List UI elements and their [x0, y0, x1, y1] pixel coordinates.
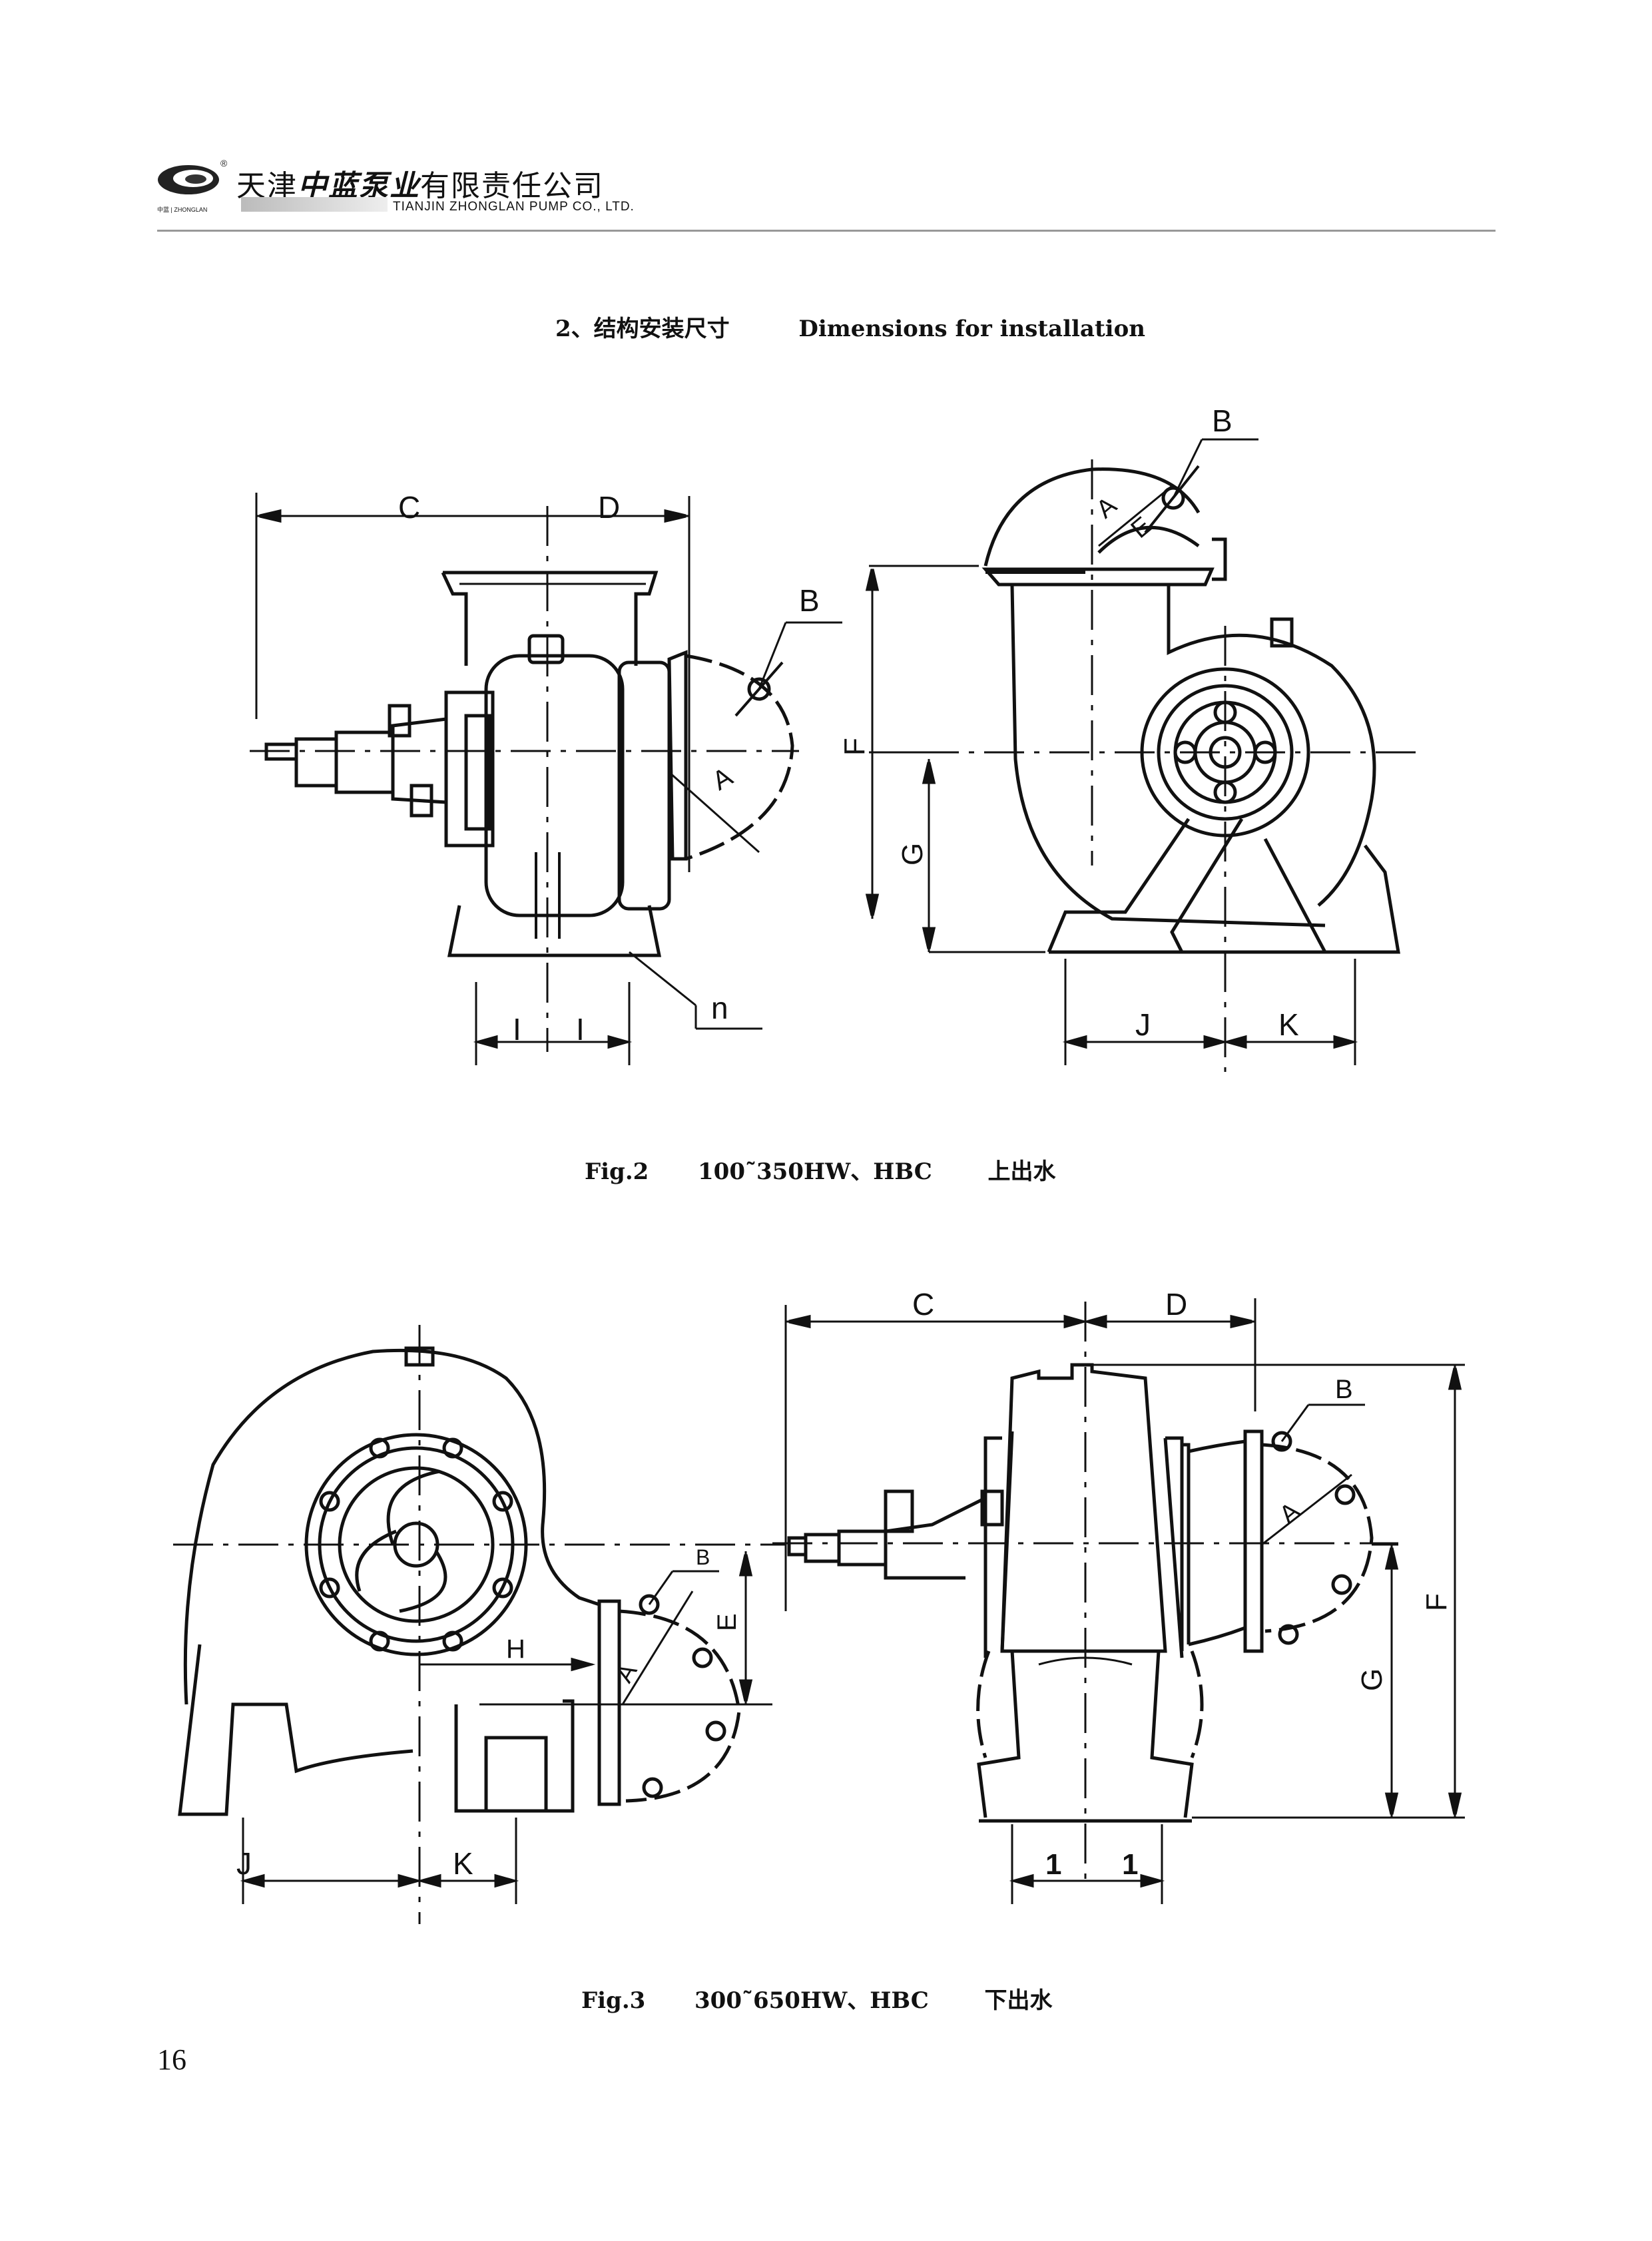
fig3-front-label-j: J [236, 1846, 252, 1881]
fig2-front-label-g: G [896, 843, 929, 866]
fig2-caption-model: 100˜350HW、HBC [698, 1158, 932, 1185]
section-title-cn: 2、结构安装尺寸 [555, 316, 730, 342]
logo-subtitle: 中蓝 | ZHONGLAN [157, 206, 208, 213]
fig3-front-label-e: E [712, 1613, 742, 1631]
fig2-side-label-c: C [398, 490, 420, 525]
fig3-side-label-f: F [1420, 1593, 1453, 1611]
fig2-caption-cn: 上出水 [987, 1158, 1056, 1185]
fig2-front-view [865, 438, 1418, 1072]
fig3-side-label-l2: 1 [1122, 1848, 1138, 1881]
fig3-side-label-a: A [1274, 1497, 1306, 1529]
fig2-caption-fig: Fig.2 [585, 1158, 649, 1185]
header-rule [157, 230, 1496, 232]
fig2-side-label-d: D [598, 490, 620, 525]
fig3-front-label-h: H [506, 1634, 525, 1664]
fig2-front-label-k: K [1278, 1007, 1299, 1042]
fig2-side-label-i2: I [576, 1012, 585, 1047]
fig2-side-view [250, 493, 842, 1065]
fig3-front-label-b: B [696, 1545, 710, 1569]
fig3-side-label-b: B [1335, 1375, 1353, 1404]
fig3-caption-fig: Fig.3 [581, 1987, 646, 2014]
fig3-front-label-a: A [610, 1658, 643, 1688]
fig3-caption-cn: 下出水 [984, 1987, 1053, 2014]
fig3-caption-model: 300˜650HW、HBC [694, 1987, 929, 2014]
fig3-side-label-g: G [1356, 1668, 1388, 1691]
fig2-front-label-j: J [1135, 1007, 1151, 1042]
figure3-caption: Fig.3 300˜650HW、HBC 下出水 [581, 1982, 1053, 2015]
company-logo: ® [158, 158, 228, 194]
fig2-front-label-e: E [1126, 511, 1157, 543]
logo-mark: ® [220, 158, 228, 168]
fig2-front-label-a: A [1091, 491, 1123, 524]
section-title-en: Dimensions for installation [798, 316, 1145, 342]
fig2-side-label-i1: I [513, 1012, 521, 1047]
fig3-side-label-c: C [912, 1287, 934, 1322]
fig2-side-label-b: B [799, 583, 820, 618]
brand-post: 有限责任公司 [420, 169, 604, 203]
figure2-drawing: C D B A I I n B A E F G J K [250, 403, 1418, 1072]
fig2-front-label-b: B [1212, 403, 1233, 438]
fig3-side-label-l1: 1 [1045, 1848, 1061, 1881]
page-number: 16 [157, 2043, 186, 2076]
fig3-side-label-d: D [1165, 1287, 1187, 1322]
fig3-front-view [173, 1325, 786, 1924]
header-gray-bar [241, 197, 388, 212]
fig2-side-label-a: A [708, 762, 738, 796]
figure2-caption: Fig.2 100˜350HW、HBC 上出水 [585, 1153, 1056, 1186]
fig3-front-label-k: K [453, 1846, 473, 1881]
section-title: 2、结构安装尺寸 Dimensions for installation [555, 310, 1145, 343]
fig3-side-view [772, 1298, 1465, 1904]
fig2-front-label-f: F [838, 738, 871, 756]
company-name-en: TIANJIN ZHONGLAN PUMP CO., LTD. [393, 200, 635, 214]
figure3-drawing: J K H B A E C D B A F G 1 1 [173, 1287, 1465, 1924]
fig2-side-label-n: n [711, 991, 728, 1025]
company-name-cn: 天津中蓝泵业有限责任公司 [236, 162, 604, 204]
